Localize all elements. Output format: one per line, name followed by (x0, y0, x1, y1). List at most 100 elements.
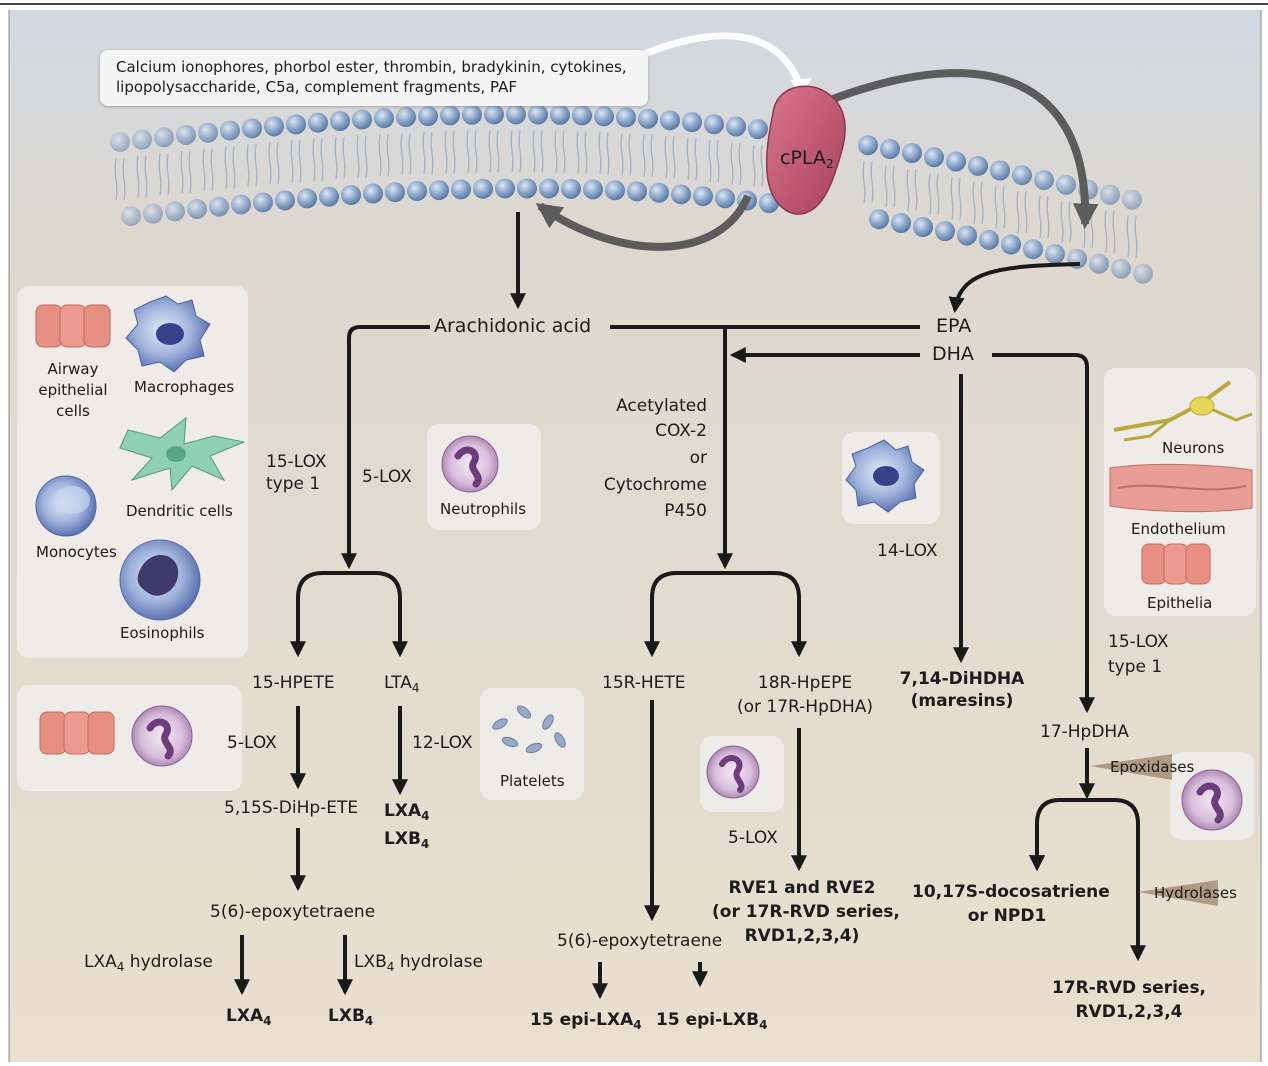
lox15-label-1: 15-LOX (266, 452, 327, 473)
phospholipid-head (1001, 235, 1021, 255)
phospholipid-head (528, 104, 548, 124)
arachidonic-acid-label: Arachidonic acid (434, 316, 591, 337)
cox-label-2: COX-2 (570, 421, 707, 442)
airway-label-3: cells (28, 402, 118, 421)
phospholipid-head (1012, 165, 1032, 185)
phospholipid-head (418, 106, 438, 126)
lta4-label: LTA4 (384, 673, 419, 699)
phospholipid-head (924, 147, 944, 167)
phospholipid-head (968, 156, 988, 176)
dihp-ete-label: 5,15S-DiHp-ETE (224, 798, 358, 819)
cox-label-1: Acetylated (570, 396, 707, 417)
lox5-label-left: 5-LOX (227, 733, 277, 754)
dendritic-cells-label: Dendritic cells (126, 502, 233, 521)
phospholipid-head (891, 213, 911, 233)
phospholipid-head (913, 217, 933, 237)
rvd-series-label-1: 17R-RVD series, (1034, 978, 1224, 999)
phospholipid-head (671, 184, 691, 204)
dha-label: DHA (932, 344, 974, 365)
phospholipid-head (374, 108, 394, 128)
phospholipid-head (506, 104, 526, 124)
lxa4-hydrolase-label: LXA4 hydrolase (84, 952, 213, 978)
phospholipid-head (979, 230, 999, 250)
phospholipid-head (594, 106, 614, 126)
lox5-label-mid: 5-LOX (728, 828, 778, 849)
phospholipid-head (451, 179, 471, 199)
cpla2-label: cPLA2 (780, 148, 834, 175)
hpepe-label-2: (or 17R-HpDHA) (723, 697, 887, 718)
phospholipid-head (880, 139, 900, 159)
phospholipid-head (341, 185, 361, 205)
phospholipid-head (616, 107, 636, 127)
phospholipid-head (352, 110, 372, 130)
phospholipid-head (198, 123, 218, 143)
platelets-label: Platelets (500, 772, 565, 791)
phospholipid-head (726, 117, 746, 137)
hete15r-label: 15R-HETE (602, 673, 686, 694)
airway-label-2: epithelial (28, 381, 118, 400)
epi-lxa4-label: 15 epi-LXA4 (530, 1010, 642, 1036)
stimuli-line-1: Calcium ionophores, phorbol ester, throm… (116, 57, 627, 77)
npd1-label-1: 10,17S-docosatriene (912, 882, 1102, 903)
epi-lxb4-label: 15 epi-LXB4 (656, 1010, 767, 1036)
monocytes-label: Monocytes (36, 543, 117, 562)
phospholipid-head (110, 132, 130, 152)
phospholipid-head (990, 161, 1010, 181)
phospholipid-head (220, 120, 240, 140)
phospholipid-head (561, 179, 581, 199)
lxa4-bottom-label: LXA4 (226, 1006, 271, 1032)
phospholipid-head (638, 109, 658, 129)
phospholipid-head (858, 135, 878, 155)
eosinophils-label: Eosinophils (120, 624, 205, 643)
macrophages-label: Macrophages (134, 378, 234, 397)
phospholipid-head (748, 119, 768, 139)
epoxytetraene-left-label: 5(6)-epoxytetraene (210, 902, 375, 923)
phospholipid-head (946, 151, 966, 171)
phospholipid-head (1023, 239, 1043, 259)
phospholipid-head (1034, 170, 1054, 190)
phospholipid-head (429, 180, 449, 200)
phospholipid-head (704, 114, 724, 134)
lxb4-mid-label: LXB4 (384, 829, 429, 855)
lxb4-bottom-label: LXB4 (328, 1006, 373, 1032)
phospholipid-head (1111, 259, 1131, 279)
epithelia-label: Epithelia (1147, 594, 1212, 613)
hpepe-label-1: 18R-HpEPE (723, 673, 887, 694)
phospholipid-head (517, 178, 537, 198)
phospholipid-head (649, 183, 669, 203)
epoxytetraene-mid-label: 5(6)-epoxytetraene (557, 931, 722, 952)
phospholipid-head (572, 105, 592, 125)
phospholipid-head (1045, 244, 1065, 264)
phospholipid-head (902, 143, 922, 163)
phospholipid-head (121, 206, 141, 226)
endothelium-illustration (1110, 464, 1252, 511)
hpdha17-label: 17-HpDHA (1040, 722, 1129, 743)
phospholipid-head (297, 188, 317, 208)
phospholipid-head (275, 190, 295, 210)
phospholipid-head (1133, 264, 1153, 284)
maresins-label-2: (maresins) (887, 691, 1037, 712)
lxa4-mid-label: LXA4 (384, 801, 429, 827)
phospholipid-head (462, 105, 482, 125)
phospholipid-head (1056, 175, 1076, 195)
rve-label-1: RVE1 and RVE2 (712, 878, 892, 899)
neutrophil-illustration-mid (707, 746, 759, 798)
phospholipid-head (143, 204, 163, 224)
neutrophils-label: Neutrophils (440, 500, 526, 519)
airway-label-1: Airway (28, 360, 118, 379)
neurons-label: Neurons (1162, 439, 1224, 458)
lox15-right-label-2: type 1 (1108, 657, 1162, 678)
phospholipid-head (286, 114, 306, 134)
lox14-label: 14-LOX (877, 541, 938, 562)
phospholipid-head (495, 178, 515, 198)
phospholipid-head (209, 197, 229, 217)
lox5-label-top: 5-LOX (362, 467, 412, 488)
phospholipid-head (319, 187, 339, 207)
phospholipid-head (539, 178, 559, 198)
phospholipid-head (253, 192, 273, 212)
cox-label-4: Cytochrome (570, 475, 707, 496)
phospholipid-head (605, 180, 625, 200)
endothelium-label: Endothelium (1131, 520, 1226, 539)
phospholipid-head (935, 221, 955, 241)
phospholipid-head (165, 201, 185, 221)
